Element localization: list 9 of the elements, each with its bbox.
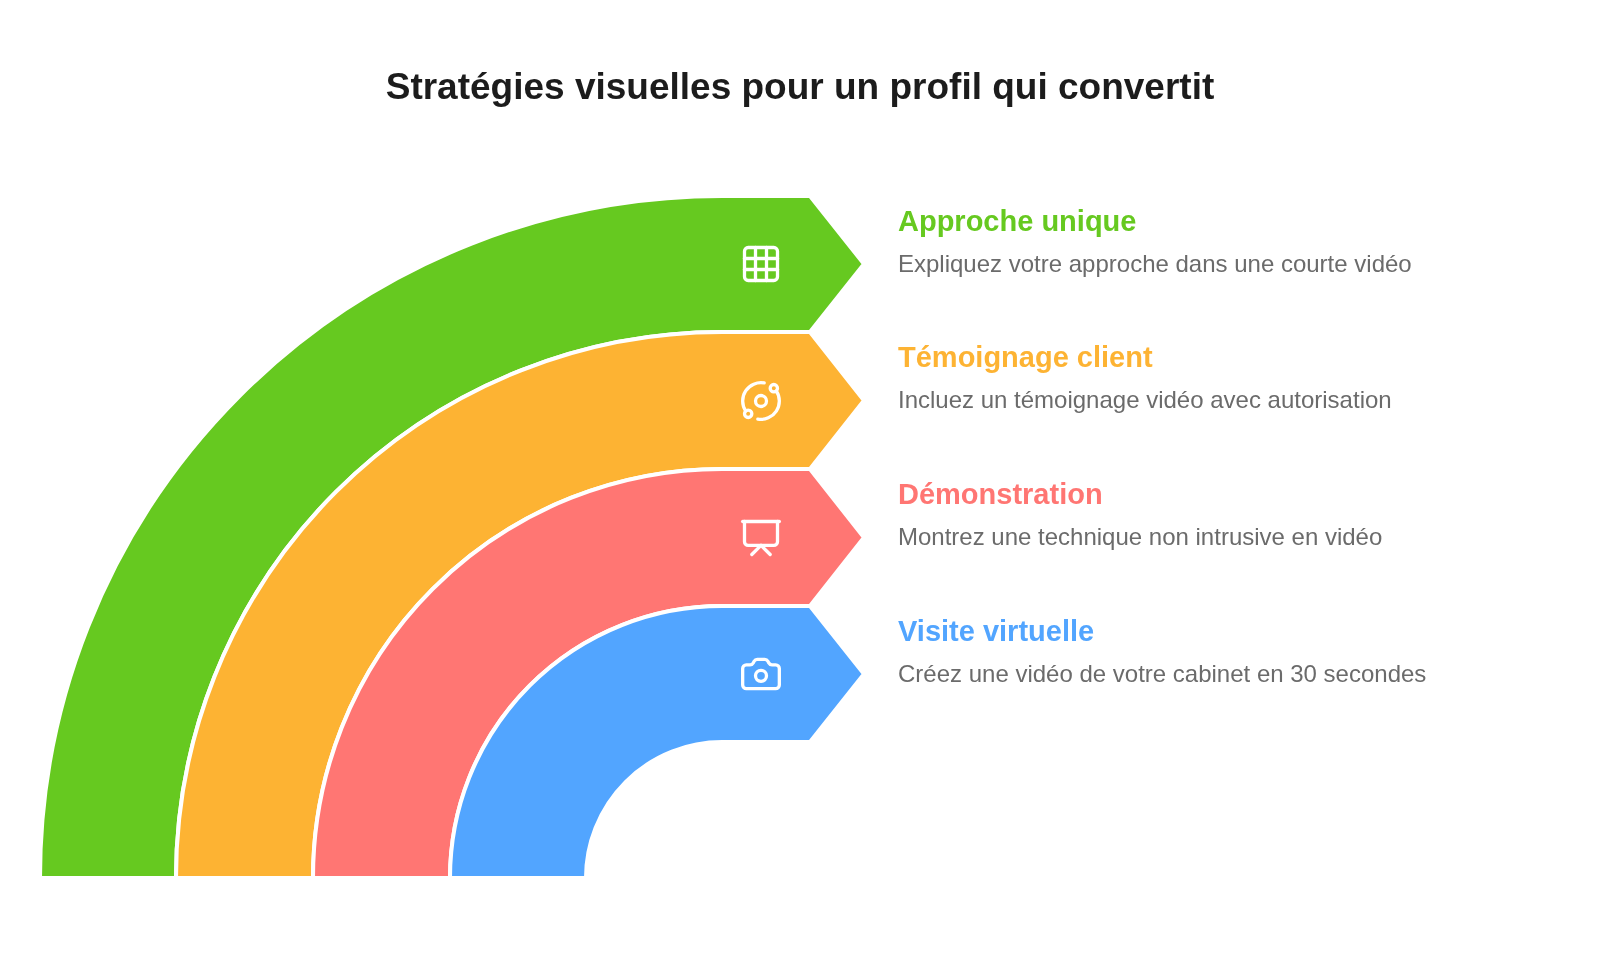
- step-description: Expliquez votre approche dans une courte vidéo: [898, 250, 1412, 278]
- step-heading: Approche unique: [898, 205, 1137, 238]
- step-heading: Visite virtuelle: [898, 615, 1095, 648]
- step-description: Créez une vidéo de votre cabinet en 30 secondes: [898, 660, 1427, 688]
- diagram-title: Stratégies visuelles pour un profil qui convertit: [384, 66, 1216, 108]
- step-description: Montrez une technique non intrusive en vidéo: [898, 523, 1383, 551]
- step-description: Incluez un témoignage vidéo avec autorisation: [898, 386, 1392, 414]
- step-heading: Témoignage client: [898, 341, 1153, 374]
- step-heading: Démonstration: [898, 478, 1103, 511]
